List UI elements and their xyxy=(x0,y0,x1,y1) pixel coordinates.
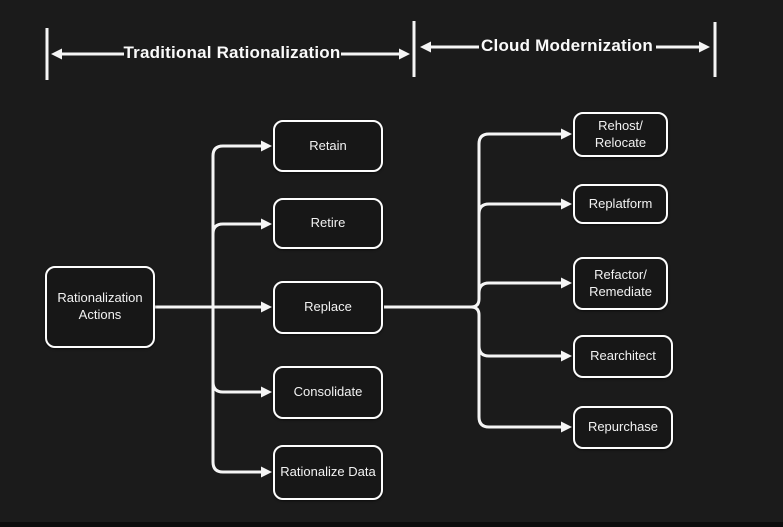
connector-replace-rehost xyxy=(384,132,561,309)
node-rearchitect: Rearchitect xyxy=(573,335,673,378)
connector-root-consolidate xyxy=(211,307,261,394)
arrowhead-replatform xyxy=(561,198,572,210)
arrowhead-retire xyxy=(261,218,272,230)
arrowhead-rehost xyxy=(561,128,572,140)
arrowhead-rearchitect xyxy=(561,350,572,362)
connector-root-retire xyxy=(211,222,261,307)
connector-replace-rearchitect xyxy=(477,345,561,358)
node-retain: Retain xyxy=(273,120,383,172)
node-replatform: Replatform xyxy=(573,184,668,224)
header-label-traditional-rationalization: Traditional Rationalization xyxy=(123,43,341,62)
traditional-span-arrow-right xyxy=(399,48,410,60)
arrowhead-rationalize-data xyxy=(261,466,272,478)
node-rationalize-data: Rationalize Data xyxy=(273,445,383,500)
cloud-span-arrow-left xyxy=(420,41,431,53)
connector-root-retain xyxy=(211,144,261,307)
connector-root-rationalize-data xyxy=(211,307,261,474)
node-retire: Retire xyxy=(273,198,383,249)
node-repurchase: Repurchase xyxy=(573,406,673,449)
arrowhead-replace xyxy=(261,301,272,313)
connector-replace-replatform xyxy=(477,202,561,215)
connector-replace-refactor xyxy=(477,281,561,294)
arrowhead-retain xyxy=(261,140,272,152)
cloud-span-arrow-right xyxy=(699,41,710,53)
node-rationalization-actions: Rationalization Actions xyxy=(45,266,155,348)
node-rehost-relocate: Rehost/ Relocate xyxy=(573,112,668,157)
traditional-span-arrow-left xyxy=(51,48,62,60)
node-refactor-remediate: Refactor/ Remediate xyxy=(573,257,668,310)
arrowhead-repurchase xyxy=(561,421,572,433)
arrowhead-refactor xyxy=(561,277,572,289)
node-consolidate: Consolidate xyxy=(273,366,383,419)
arrowhead-consolidate xyxy=(261,386,272,398)
node-replace: Replace xyxy=(273,281,383,334)
connector-replace-repurchase xyxy=(384,305,561,429)
header-label-cloud-modernization: Cloud Modernization xyxy=(481,36,653,55)
bottom-letterbox xyxy=(0,522,783,527)
